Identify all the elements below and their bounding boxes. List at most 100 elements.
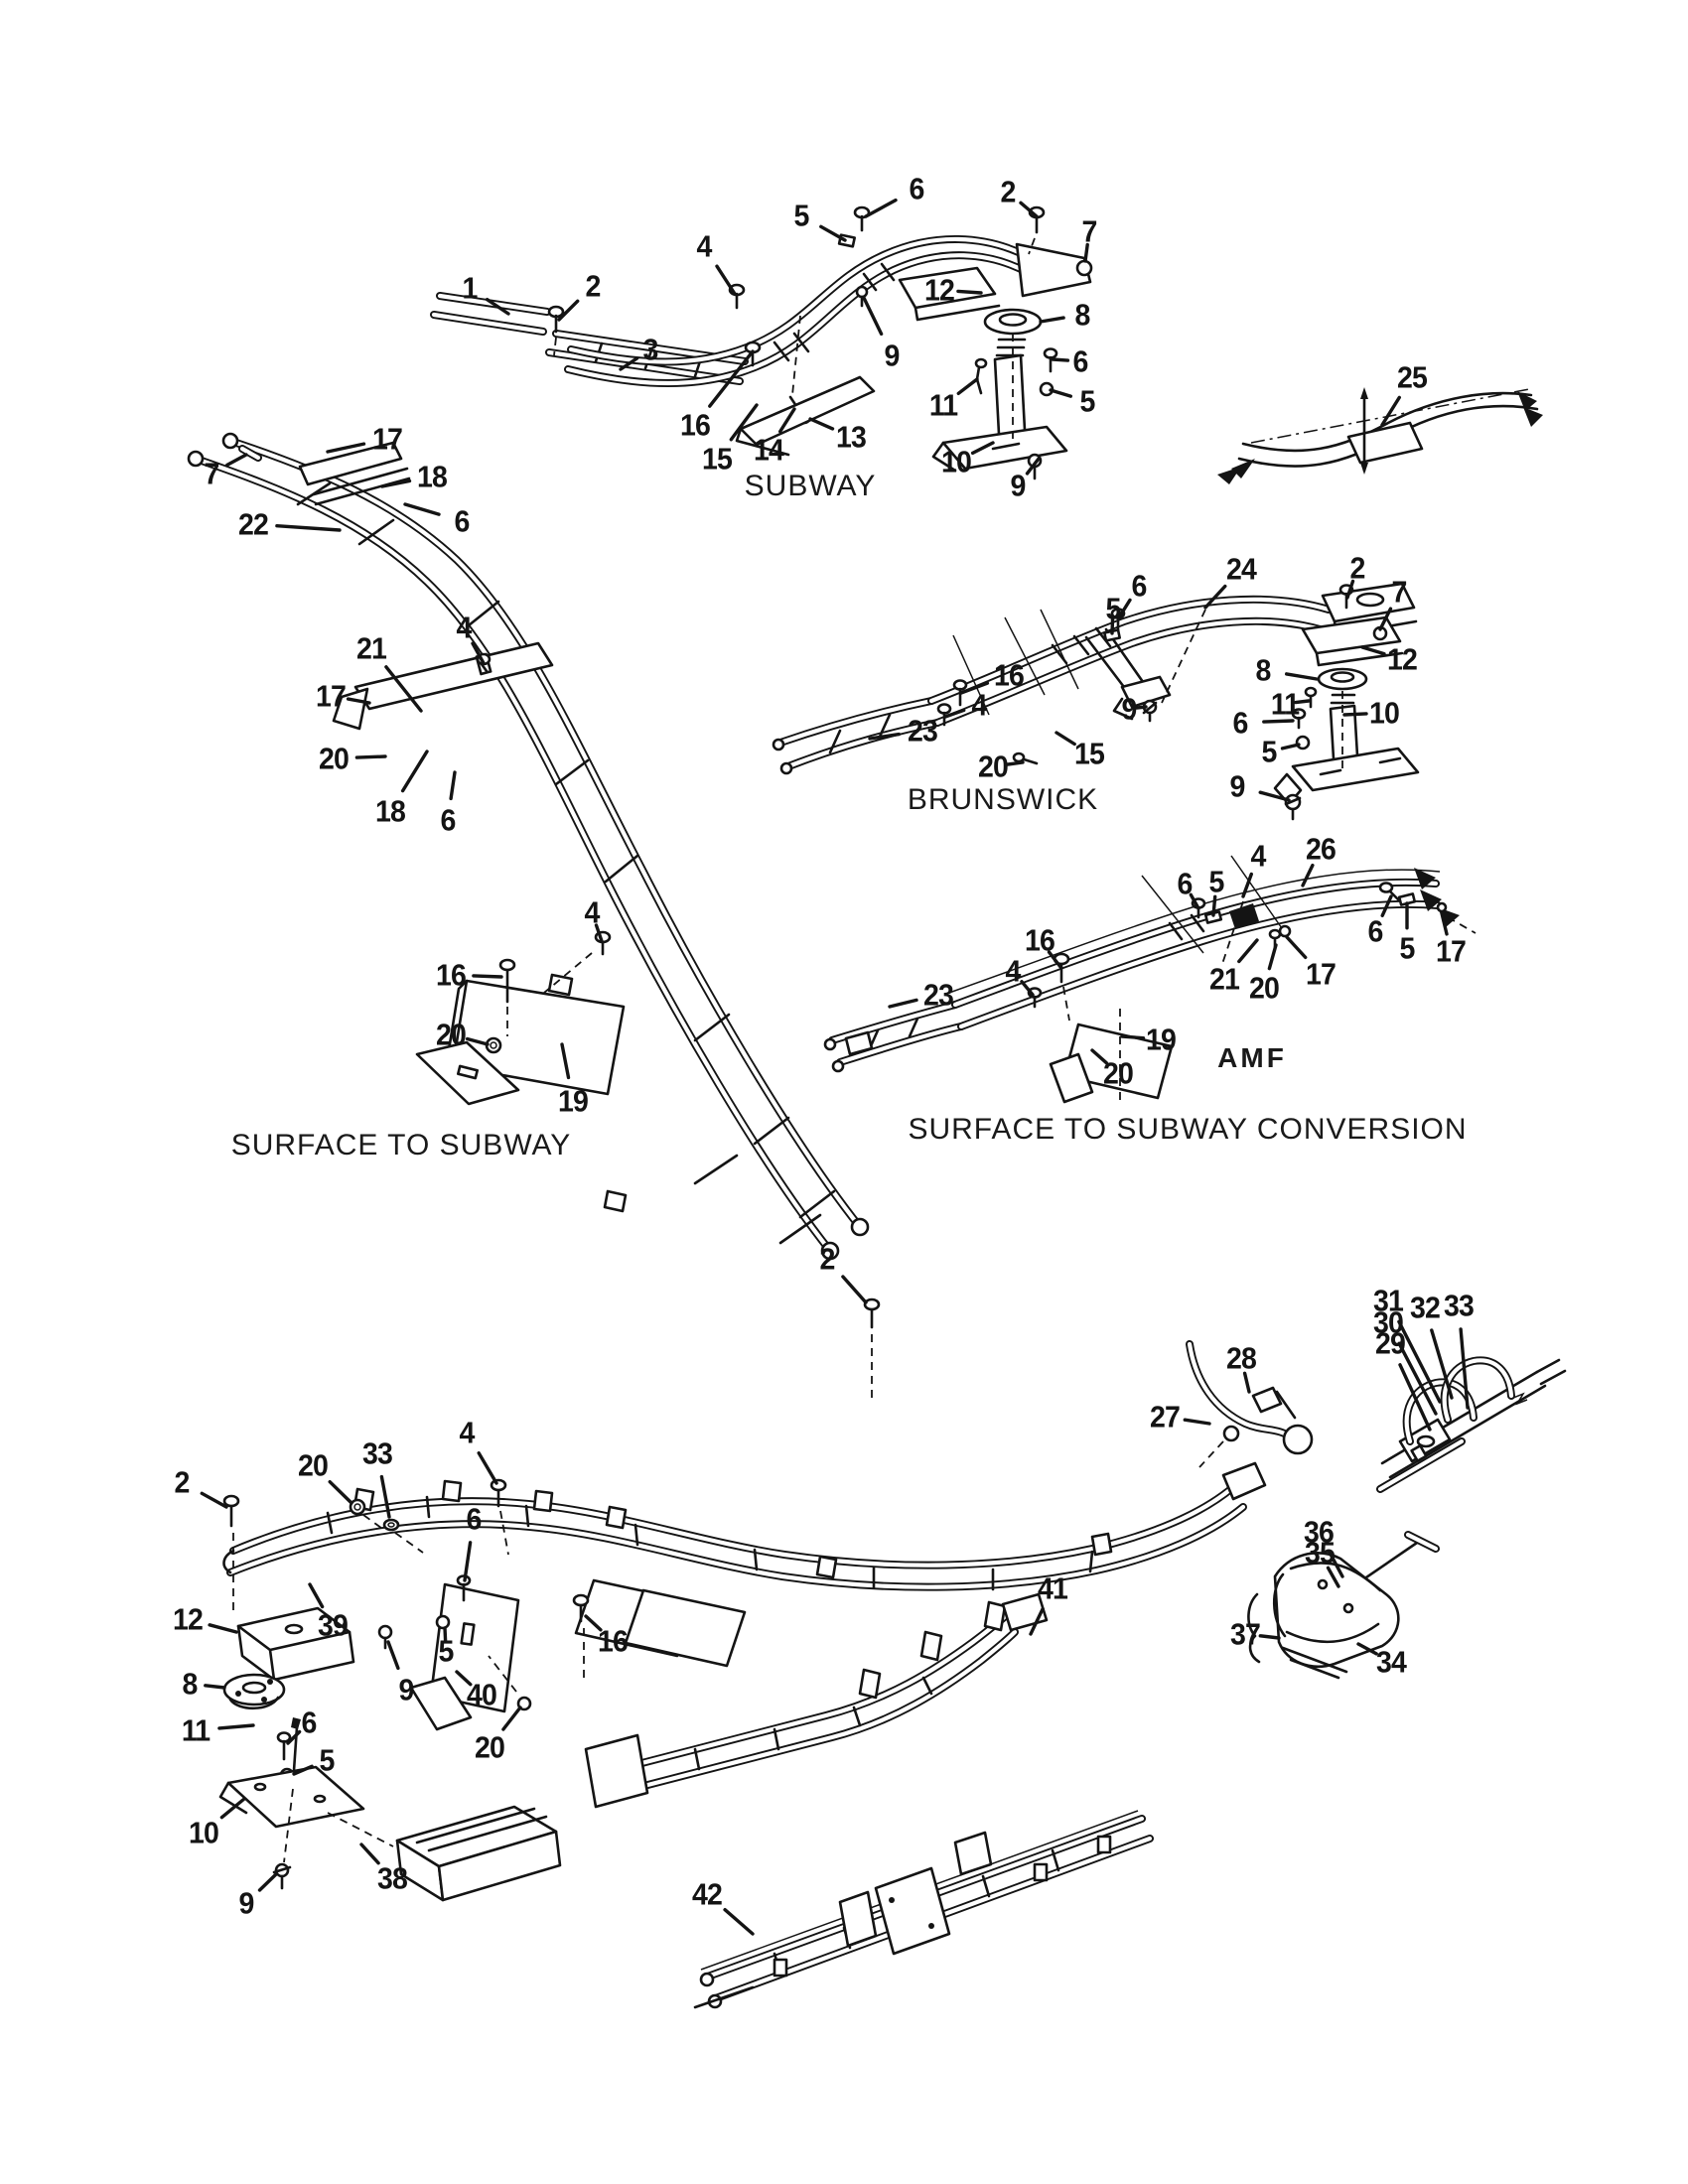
leader-line-b-10 <box>1342 712 1368 717</box>
leader-line-l-6a <box>403 502 441 516</box>
callout-a-5b: 5 <box>1399 930 1416 966</box>
leader-line-c-33 <box>379 1474 391 1519</box>
callout-b-7: 7 <box>1391 574 1408 610</box>
leader-line-s-1 <box>485 298 510 316</box>
callout-s-2b: 2 <box>1000 174 1017 209</box>
label-brunswick: BRUNSWICK <box>907 783 1099 816</box>
leader-line-l-21 <box>384 665 423 713</box>
callout-a-4a: 4 <box>1250 838 1267 874</box>
callout-s-6b: 6 <box>1072 343 1089 379</box>
subway-assembly-drawing <box>430 205 1093 480</box>
callout-s-12: 12 <box>924 272 955 308</box>
leader-line-c-6a <box>463 1541 473 1582</box>
leader-line-b-4 <box>943 708 966 719</box>
leader-line-c-40 <box>455 1670 473 1687</box>
callout-a-17a: 17 <box>1306 956 1336 992</box>
callout-s-16: 16 <box>680 407 711 443</box>
leader-line-b-15 <box>1055 731 1076 747</box>
leader-line-b-24 <box>1203 584 1227 610</box>
callout-l-21: 21 <box>356 630 387 666</box>
leader-line-b-9a <box>1134 705 1148 710</box>
callout-s-9a: 9 <box>884 338 901 373</box>
callout-b-8: 8 <box>1255 652 1272 688</box>
leader-line-l-2 <box>841 1275 868 1304</box>
leader-line-b-5b <box>1280 743 1301 751</box>
leader-line-c-9a <box>386 1640 400 1671</box>
leader-line-c-5a <box>443 1626 448 1643</box>
callout-t25: 25 <box>1397 359 1428 395</box>
callout-a-17b: 17 <box>1436 933 1467 969</box>
callout-r-36: 36 <box>1304 1514 1335 1550</box>
leader-line-s-9a <box>862 296 884 337</box>
callout-l-2: 2 <box>819 1241 836 1277</box>
leader-line-b-12 <box>1360 645 1386 656</box>
callout-c-6a: 6 <box>466 1501 483 1537</box>
callout-s-8: 8 <box>1074 297 1091 333</box>
callout-c-12: 12 <box>173 1601 204 1637</box>
callout-s-13: 13 <box>836 419 867 455</box>
callout-s-3: 3 <box>642 332 659 367</box>
leader-line-l-22 <box>275 524 342 532</box>
leader-line-a-19 <box>1120 1034 1146 1040</box>
callout-l-19: 19 <box>558 1083 589 1119</box>
callout-a-4b: 4 <box>1005 953 1022 989</box>
leader-line-b-7 <box>1378 607 1393 631</box>
label-surface-to-subway: SURFACE TO SUBWAY <box>230 1129 572 1161</box>
leader-line-s-2a <box>557 299 580 322</box>
callout-l-4b: 4 <box>584 894 601 930</box>
callout-r-29: 29 <box>1375 1325 1406 1361</box>
leader-line-c-42 <box>723 1907 755 1936</box>
callout-a-19: 19 <box>1146 1022 1177 1057</box>
callout-a-20b: 20 <box>1103 1055 1134 1091</box>
callout-r-30: 30 <box>1373 1304 1404 1340</box>
callout-b-10: 10 <box>1369 695 1400 731</box>
callout-c-10: 10 <box>189 1815 219 1850</box>
leader-line-a-20b <box>1090 1048 1109 1065</box>
callout-l-7: 7 <box>204 456 220 491</box>
leader-line-c-10 <box>219 1797 246 1820</box>
callout-c-9a: 9 <box>398 1672 415 1707</box>
leader-line-s-5b <box>1049 388 1073 398</box>
label-amf: AMF <box>1217 1042 1287 1073</box>
leader-line-l-20b <box>465 1036 490 1046</box>
callout-r-31: 31 <box>1373 1283 1404 1318</box>
leader-line-l-4b <box>594 923 604 943</box>
leader-line-l-17a <box>326 442 366 454</box>
callout-a-5a: 5 <box>1208 864 1225 899</box>
callout-b-5a: 5 <box>1105 591 1122 626</box>
callout-s-14: 14 <box>754 432 784 468</box>
leader-line-s-9b <box>1025 457 1041 476</box>
callout-l-20a: 20 <box>319 741 350 776</box>
leader-line-s-6a <box>864 198 898 218</box>
leader-line-a-4b <box>1020 980 1035 997</box>
leader-line-s-8 <box>1039 316 1065 324</box>
callout-c-20b: 20 <box>475 1729 505 1765</box>
callout-c-39: 39 <box>318 1607 349 1643</box>
leader-line-s-10 <box>970 441 995 456</box>
callout-s-7: 7 <box>1081 213 1098 249</box>
callout-b-23: 23 <box>908 713 938 749</box>
leader-line-l-18b <box>400 750 429 793</box>
callout-l-17a: 17 <box>372 421 403 457</box>
leader-line-a-16 <box>1047 950 1062 969</box>
leader-line-a-21 <box>1237 938 1259 964</box>
leader-line-r-32 <box>1430 1328 1454 1400</box>
leader-line-a-6a <box>1189 892 1200 910</box>
callout-l-6b: 6 <box>440 802 457 838</box>
leader-line-l-20a <box>354 754 387 759</box>
callout-a-16: 16 <box>1025 922 1055 958</box>
leader-line-s-2b <box>1019 201 1039 218</box>
leader-line-b-5a <box>1110 617 1115 635</box>
leader-line-s-3 <box>619 356 639 371</box>
callout-s-5b: 5 <box>1079 383 1096 419</box>
leader-line-a-20a <box>1267 943 1278 971</box>
callout-c-9b: 9 <box>238 1885 255 1921</box>
leader-line-c-38 <box>359 1843 380 1865</box>
leader-line-c-16 <box>584 1614 603 1632</box>
leader-line-b-6a <box>1117 598 1132 619</box>
callout-b-6b: 6 <box>1232 705 1249 741</box>
leader-line-b-16 <box>959 681 990 695</box>
callout-l-17b: 17 <box>316 678 347 714</box>
